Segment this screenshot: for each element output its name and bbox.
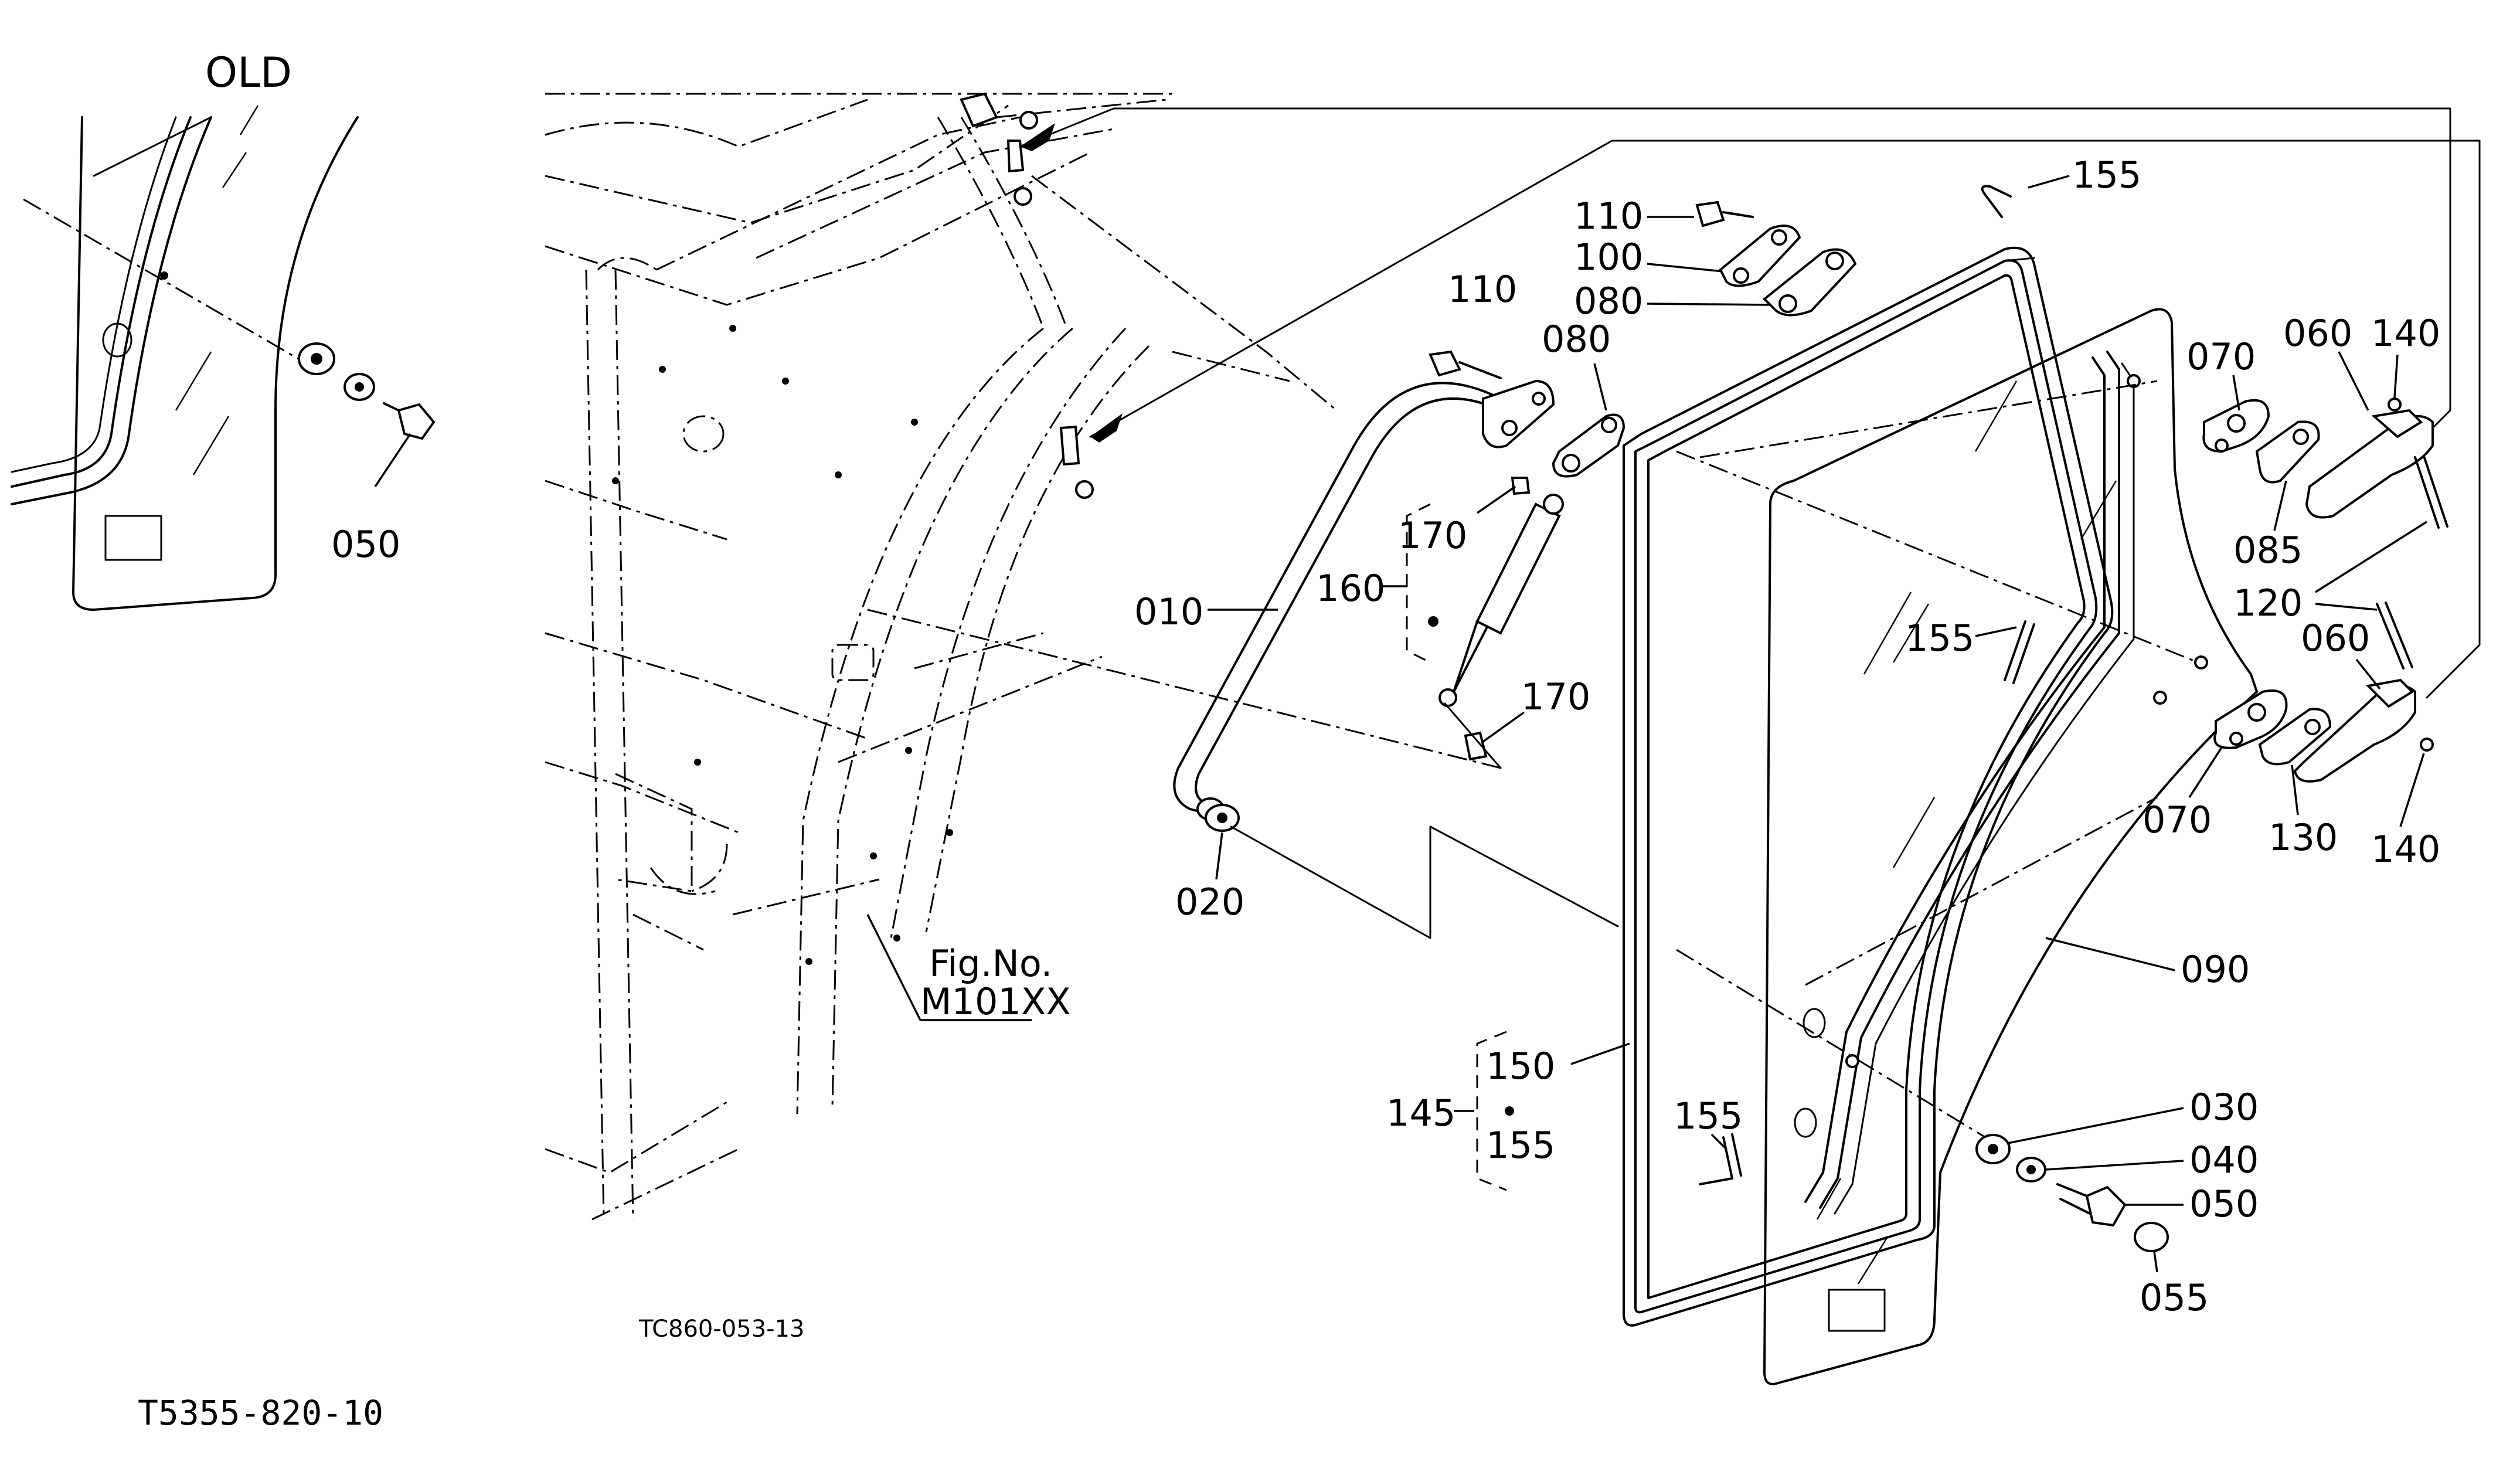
cab-frame: Fig.No. M101XX [545, 92, 2481, 1221]
old-bolt [397, 403, 436, 440]
ball-stud-170b [1464, 731, 1488, 761]
label-100: 100 [1574, 236, 1643, 278]
door-glass-panel [1763, 308, 2258, 1385]
plate-100 [1719, 225, 1801, 287]
old-grommet-hole [102, 322, 132, 358]
label-080b: 080 [1542, 318, 1611, 361]
nut-140b [2420, 738, 2434, 752]
figref-fig-no: Fig.No. [929, 942, 1052, 985]
label-060a: 060 [2283, 312, 2352, 355]
label-155a: 155 [2072, 154, 2141, 196]
label-070b: 070 [2142, 798, 2212, 841]
label-010: 010 [1134, 590, 1203, 633]
label-170b: 170 [1521, 675, 1590, 718]
label-155b: 155 [1905, 617, 1974, 660]
label-140a: 140 [2371, 312, 2440, 355]
shim-085 [2255, 420, 2320, 484]
label-150: 150 [1486, 1045, 1555, 1088]
nut-140a [2388, 397, 2402, 412]
door-label-plate [1828, 1289, 1886, 1332]
handrail [1173, 382, 1502, 813]
label-130: 130 [2269, 816, 2338, 859]
figref-code: M101XX [920, 980, 1071, 1023]
old-title: OLD [205, 49, 292, 97]
figure-code: TC860-053-13 [638, 1316, 804, 1343]
label-160: 160 [1316, 567, 1385, 610]
glass-door [1676, 308, 2258, 1385]
label-110b: 110 [1448, 268, 1517, 311]
bracket-plate [1482, 379, 1555, 448]
label-085: 085 [2233, 529, 2303, 572]
lower-hinge [2213, 602, 2434, 783]
label-030: 030 [2189, 1086, 2259, 1129]
label-110a: 110 [1574, 195, 1643, 237]
weather-seal [1623, 185, 2114, 1327]
old-inset: OLD 050 [11, 49, 436, 611]
bottom-hardware [1975, 1134, 2169, 1252]
old-glass-panel [72, 116, 359, 611]
label-old-050: 050 [331, 523, 400, 566]
part-labels: 110 100 080 155 110 080 070 060 140 085 … [1134, 154, 2440, 1319]
label-170a: 170 [1398, 514, 1467, 557]
label-070a: 070 [2186, 335, 2256, 378]
ball-stud-170a [1511, 477, 1531, 495]
label-055: 055 [2140, 1276, 2209, 1319]
label-155c: 155 [1486, 1124, 1555, 1167]
label-060b: 060 [2301, 617, 2370, 660]
cap-055 [2134, 1222, 2169, 1252]
seal-outer [1623, 246, 2114, 1327]
drawing-code: T5355-820-10 [138, 1393, 383, 1433]
label-050: 050 [2189, 1182, 2259, 1225]
handrail-assembly [867, 350, 1625, 939]
label-080a: 080 [1574, 280, 1643, 322]
bolt-110a [1695, 201, 1725, 227]
bolt-110b [1429, 350, 1461, 377]
label-040: 040 [2189, 1139, 2259, 1181]
bolt-050 [2085, 1185, 2127, 1227]
upper-hinge [2202, 397, 2448, 529]
label-090: 090 [2181, 948, 2250, 991]
label-120: 120 [2233, 582, 2303, 624]
label-155d: 155 [1674, 1095, 1743, 1137]
label-145: 145 [1386, 1092, 1455, 1134]
hinge-060a [2305, 415, 2434, 519]
old-label-plate [104, 515, 162, 561]
label-020: 020 [1175, 881, 1244, 923]
label-140b: 140 [2371, 828, 2440, 871]
